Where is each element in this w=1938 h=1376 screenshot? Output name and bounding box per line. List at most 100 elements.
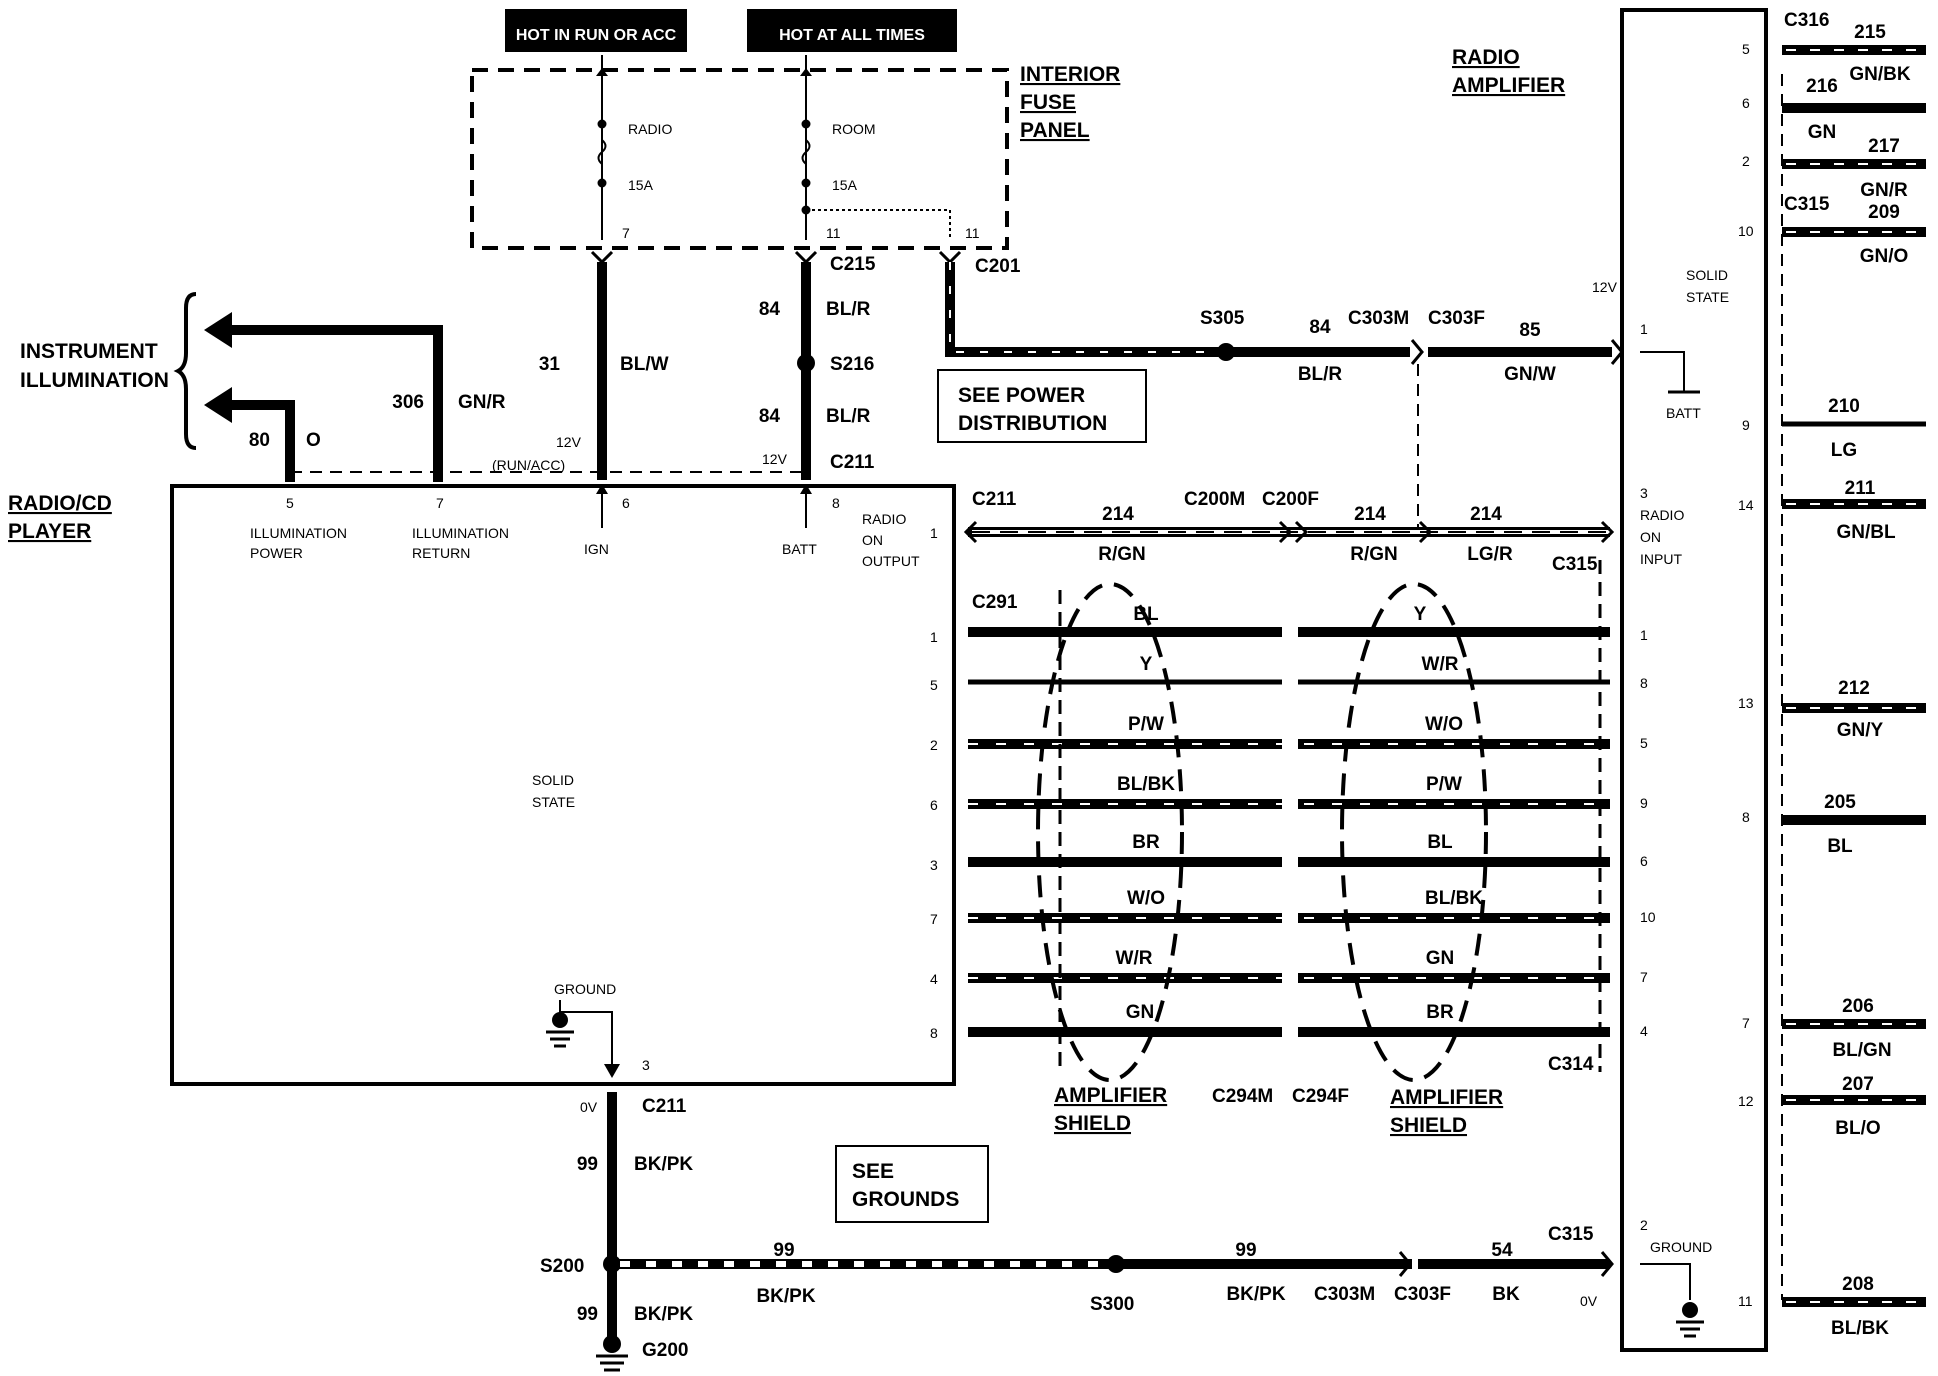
svg-text:W/R: W/R <box>1116 948 1153 969</box>
svg-text:SOLID: SOLID <box>1686 267 1728 283</box>
svg-text:SEE POWER: SEE POWER <box>958 384 1085 407</box>
svg-text:GN: GN <box>1426 948 1455 969</box>
svg-text:R/GN: R/GN <box>1098 544 1146 565</box>
svg-text:0V: 0V <box>1580 1293 1598 1309</box>
svg-text:208: 208 <box>1842 1274 1874 1295</box>
svg-text:11: 11 <box>1738 1293 1753 1309</box>
svg-text:31: 31 <box>539 354 561 375</box>
svg-text:9: 9 <box>1742 417 1750 433</box>
svg-text:205: 205 <box>1824 792 1856 813</box>
radio-amplifier: RADIO AMPLIFIER SOLID STATE 12V 1 BATT 3… <box>1452 8 1830 1352</box>
svg-text:1: 1 <box>930 525 938 541</box>
svg-text:99: 99 <box>577 1154 598 1175</box>
splice-s300 <box>1107 1255 1125 1273</box>
svg-text:8: 8 <box>1742 809 1750 825</box>
svg-text:7: 7 <box>1742 1015 1750 1031</box>
banner-hot-run-acc: HOT IN RUN OR ACC <box>505 9 687 52</box>
svg-text:SHIELD: SHIELD <box>1054 1112 1131 1135</box>
svg-text:C211: C211 <box>642 1096 687 1117</box>
svg-text:STATE: STATE <box>1686 289 1729 305</box>
amp-output-208: 11 208 BL/BK <box>1738 1274 1926 1339</box>
interior-fuse-panel: INTERIOR FUSE PANEL RADIO 15A 7 ROOM 15A… <box>470 55 1120 250</box>
svg-text:84: 84 <box>759 299 781 320</box>
svg-text:C211: C211 <box>830 452 875 473</box>
svg-text:C294M: C294M <box>1212 1086 1273 1107</box>
amp-output-210: 9 210 LG <box>1742 396 1926 461</box>
amp-output-215: 5 215 GN/BK <box>1742 22 1926 85</box>
svg-text:BL: BL <box>1827 836 1853 857</box>
svg-text:211: 211 <box>1845 478 1876 499</box>
note-see-power-distribution: SEE POWER DISTRIBUTION <box>937 369 1147 443</box>
svg-text:C211: C211 <box>972 489 1017 510</box>
amp-output-207: 12 207 BL/O <box>1738 1074 1926 1139</box>
svg-text:ILLUMINATION: ILLUMINATION <box>250 525 347 541</box>
wire-84-bl-r-horizontal: C201 S305 84 BL/R C303M C303F 85 GN/W <box>938 250 1624 532</box>
svg-text:PANEL: PANEL <box>1020 119 1090 142</box>
svg-text:BL: BL <box>1133 604 1159 625</box>
svg-text:6: 6 <box>1742 95 1750 111</box>
svg-text:1: 1 <box>1640 321 1648 337</box>
svg-text:209: 209 <box>1868 202 1900 223</box>
svg-text:12V: 12V <box>556 434 582 450</box>
svg-text:W/R: W/R <box>1422 654 1459 675</box>
svg-text:DISTRIBUTION: DISTRIBUTION <box>958 412 1107 435</box>
svg-text:RADIO: RADIO <box>1640 507 1684 523</box>
svg-text:7: 7 <box>436 495 444 511</box>
svg-text:BL/R: BL/R <box>1298 364 1343 385</box>
svg-text:HOT IN RUN OR ACC: HOT IN RUN OR ACC <box>516 27 677 44</box>
svg-text:10: 10 <box>1640 909 1656 925</box>
svg-text:15A: 15A <box>628 177 654 193</box>
svg-text:7: 7 <box>622 225 630 241</box>
fuse-terminal-dot <box>597 119 607 129</box>
svg-text:13: 13 <box>1738 695 1754 711</box>
svg-text:C201: C201 <box>975 256 1021 277</box>
svg-text:7: 7 <box>1640 969 1648 985</box>
svg-text:99: 99 <box>577 1304 598 1325</box>
splice-s305 <box>1217 343 1235 361</box>
svg-text:BL/BK: BL/BK <box>1831 1318 1889 1339</box>
arrow-left-icon <box>204 312 232 348</box>
svg-text:84: 84 <box>759 406 781 427</box>
svg-text:BL/BK: BL/BK <box>1117 774 1175 795</box>
svg-text:GROUND: GROUND <box>1650 1239 1712 1255</box>
svg-text:3: 3 <box>1640 485 1648 501</box>
svg-text:85: 85 <box>1519 320 1541 341</box>
svg-text:C303M: C303M <box>1348 308 1409 329</box>
svg-text:BR: BR <box>1132 832 1160 853</box>
amp-output-216: 6 216 GN <box>1742 76 1926 143</box>
amp-output-217: 2 217 GN/R <box>1742 136 1926 201</box>
svg-text:R/GN: R/GN <box>1350 544 1398 565</box>
svg-text:9: 9 <box>1640 795 1648 811</box>
svg-text:C294F: C294F <box>1292 1086 1349 1107</box>
wire-84-bl-r-vertical: 84 BL/R 84 BL/R C215 S216 C211 12V <box>759 250 876 480</box>
svg-text:W/O: W/O <box>1127 888 1165 909</box>
ground-icon <box>1682 1302 1698 1318</box>
wire-31-bl-w: 31 BL/W 12V (RUN/ACC) <box>492 250 669 480</box>
svg-text:12: 12 <box>1738 1093 1754 1109</box>
svg-text:INTERIOR: INTERIOR <box>1020 63 1120 86</box>
svg-text:RADIO: RADIO <box>1452 46 1520 69</box>
svg-text:SEE: SEE <box>852 1160 894 1183</box>
splice-s216 <box>797 354 815 372</box>
svg-text:ILLUMINATION: ILLUMINATION <box>20 369 169 392</box>
svg-text:214: 214 <box>1354 504 1386 525</box>
svg-text:S200: S200 <box>540 1256 584 1277</box>
svg-text:GROUNDS: GROUNDS <box>852 1188 959 1211</box>
svg-text:RETURN: RETURN <box>412 545 470 561</box>
svg-text:SOLID: SOLID <box>532 772 574 788</box>
svg-text:RADIO: RADIO <box>628 121 672 137</box>
speaker-harness: C291 BL Y P/W BL/BK BR W/O W/R GN Y W/R … <box>968 560 1610 1137</box>
banner-hot-all-times: HOT AT ALL TIMES <box>747 9 957 52</box>
svg-text:AMPLIFIER: AMPLIFIER <box>1452 74 1565 97</box>
svg-text:214: 214 <box>1102 504 1134 525</box>
svg-text:2: 2 <box>1742 153 1750 169</box>
svg-text:5: 5 <box>930 677 938 693</box>
svg-text:ON: ON <box>862 532 883 548</box>
svg-text:12V: 12V <box>762 451 788 467</box>
svg-text:6: 6 <box>622 495 630 511</box>
svg-text:C303F: C303F <box>1394 1284 1451 1305</box>
svg-text:BK/PK: BK/PK <box>634 1304 693 1325</box>
svg-text:84: 84 <box>1309 317 1331 338</box>
svg-text:LG: LG <box>1831 440 1857 461</box>
svg-text:99: 99 <box>773 1240 794 1261</box>
